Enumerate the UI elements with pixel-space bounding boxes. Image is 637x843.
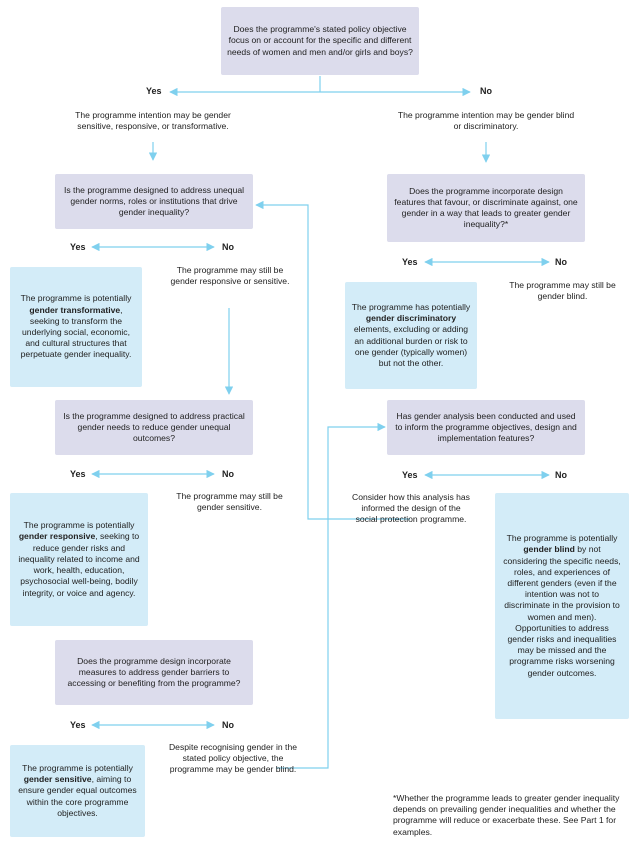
outcome-sensitive-text: The programme is potentially gender sens…: [18, 762, 137, 818]
outcome-responsive-box: The programme is potentially gender resp…: [10, 493, 148, 626]
transformative-yes-label: Yes: [70, 242, 86, 252]
q-discriminate-text: Does the programme incorporate design fe…: [394, 185, 578, 230]
outcome-discriminatory-text: The programme has potentially gender dis…: [351, 301, 471, 368]
outcome-discriminatory-box: The programme has potentially gender dis…: [345, 282, 477, 389]
responsive-no-label: No: [222, 469, 234, 479]
outcome-sensitive-box: The programme is potentially gender sens…: [10, 745, 145, 837]
root-yes-label: Yes: [146, 86, 162, 96]
root-no-label: No: [480, 86, 492, 96]
footnote: *Whether the programme leads to greater …: [393, 793, 620, 837]
outcome-transformative-text: The programme is potentially gender tran…: [20, 293, 132, 360]
loop-analysis-to-q-transformative: [255, 200, 410, 520]
sensitive-no-label: No: [222, 720, 234, 730]
outcome-responsive-text: The programme is potentially gender resp…: [18, 520, 140, 598]
no-intention-text: The programme intention may be gender bl…: [397, 110, 575, 132]
sensitive-yes-label: Yes: [70, 720, 86, 730]
outcome-transformative-box: The programme is potentially gender tran…: [10, 267, 142, 387]
discriminate-yes-label: Yes: [402, 257, 418, 267]
q-discriminate-box: Does the programme incorporate design fe…: [387, 174, 585, 242]
no-discriminate-text: The programme may still be gender blind.: [509, 280, 616, 302]
no-transformative-text: The programme may still be gender respon…: [170, 265, 290, 287]
q-transformative-text: Is the programme designed to address une…: [63, 184, 245, 218]
responsive-yes-label: Yes: [70, 469, 86, 479]
outcome-blind-box: The programme is potentially gender blin…: [495, 493, 629, 719]
transformative-no-label: No: [222, 242, 234, 252]
outcome-blind-text: The programme is potentially gender blin…: [503, 533, 621, 678]
discriminate-no-label: No: [555, 257, 567, 267]
no-responsive-text: The programme may still be gender sensit…: [176, 491, 283, 513]
loop-blind-to-q-analysis: [276, 422, 386, 769]
q-transformative-box: Is the programme designed to address une…: [55, 174, 253, 229]
yes-analysis-text: Consider how this analysis has informed …: [352, 492, 470, 525]
analysis-yes-label: Yes: [402, 470, 418, 480]
root-question-box: Does the programme's stated policy objec…: [221, 7, 419, 75]
q-responsive-text: Is the programme designed to address pra…: [63, 410, 245, 444]
analysis-no-label: No: [555, 470, 567, 480]
q-sensitive-box: Does the programme design incorporate me…: [55, 640, 253, 705]
q-analysis-text: Has gender analysis been conducted and u…: [395, 410, 577, 444]
root-question-text: Does the programme's stated policy objec…: [227, 24, 413, 57]
yes-intention-text: The programme intention may be gender se…: [75, 110, 231, 132]
q-responsive-box: Is the programme designed to address pra…: [55, 400, 253, 455]
no-sensitive-text: Despite recognising gender in the stated…: [168, 742, 298, 775]
q-sensitive-text: Does the programme design incorporate me…: [67, 655, 241, 689]
q-analysis-box: Has gender analysis been conducted and u…: [387, 400, 585, 455]
